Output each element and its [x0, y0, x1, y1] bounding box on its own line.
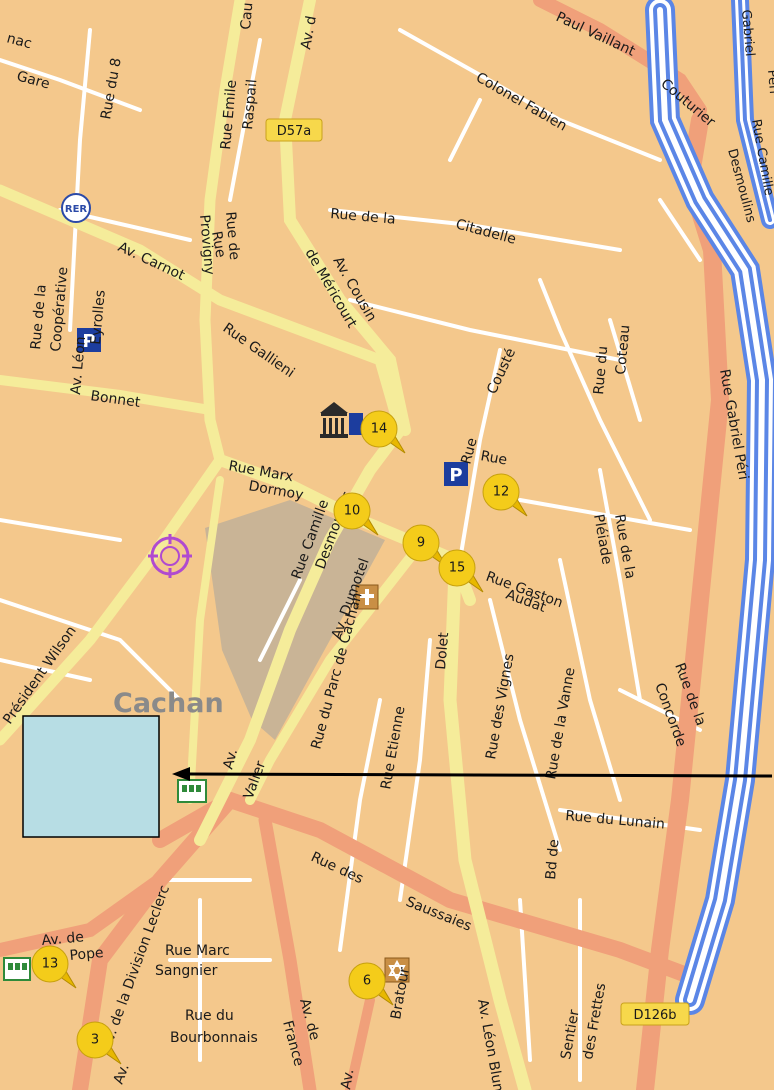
- svg-text:RER: RER: [65, 204, 88, 215]
- svg-text:Av. d: Av. d: [298, 15, 320, 51]
- parking-icon[interactable]: P: [444, 462, 468, 486]
- poi-marker-label: 13: [42, 957, 59, 972]
- svg-text:Péri: Péri: [764, 69, 774, 95]
- poi-marker-label: 10: [344, 504, 361, 519]
- svg-text:Rue du: Rue du: [185, 1008, 234, 1024]
- poi-marker-12[interactable]: 12: [482, 473, 528, 517]
- poi-marker-label: 6: [363, 974, 371, 989]
- svg-text:nac: nac: [5, 30, 33, 52]
- svg-text:Rue: Rue: [208, 230, 228, 259]
- river: [645, 0, 774, 1015]
- poi-marker-label: 14: [371, 422, 388, 437]
- parking-icon[interactable]: [349, 413, 363, 435]
- route-shield-d126b: D126b: [620, 1002, 690, 1026]
- parking-icon[interactable]: P: [77, 328, 101, 352]
- svg-text:Rue de la: Rue de la: [28, 284, 50, 351]
- svg-text:Provigny: Provigny: [196, 214, 217, 276]
- svg-text:Sangnier: Sangnier: [155, 963, 218, 979]
- svg-text:Coopérative: Coopérative: [48, 266, 71, 352]
- annotation-arrow: [172, 767, 773, 781]
- svg-text:Rue: Rue: [458, 436, 480, 466]
- poi-markers[interactable]: 14 12 10 9 15 13 6 3: [31, 410, 528, 1065]
- poi-marker-3[interactable]: 3: [76, 1021, 122, 1065]
- svg-text:Rue: Rue: [479, 448, 508, 468]
- target-icon[interactable]: [148, 534, 192, 578]
- poi-marker-13[interactable]: 13: [31, 945, 77, 989]
- svg-text:Eyrolles: Eyrolles: [88, 289, 109, 345]
- town-hall-icon[interactable]: [320, 402, 348, 438]
- svg-text:Pope: Pope: [69, 945, 104, 964]
- svg-text:P: P: [449, 465, 462, 486]
- poi-marker-label: 3: [91, 1033, 99, 1048]
- annotation-box: [22, 715, 160, 838]
- tram-station-icon[interactable]: [177, 779, 207, 803]
- svg-text:D57a: D57a: [277, 124, 312, 139]
- svg-text:D126b: D126b: [633, 1008, 676, 1023]
- svg-text:Av.: Av.: [111, 1062, 133, 1087]
- route-shield-d57a: D57a: [265, 118, 323, 142]
- svg-text:Rue Emile: Rue Emile: [218, 79, 240, 150]
- rer-station-icon[interactable]: RER: [61, 193, 91, 223]
- poi-marker-6[interactable]: 6: [348, 962, 394, 1006]
- svg-text:Rue du: Rue du: [591, 345, 611, 395]
- secondary-roads: [0, 0, 532, 1090]
- svg-text:Av. de: Av. de: [41, 929, 85, 949]
- minor-streets: [0, 28, 702, 1082]
- town-label: Cachan: [113, 688, 224, 719]
- poi-marker-14[interactable]: 14: [360, 410, 406, 454]
- svg-text:Gabriel: Gabriel: [738, 9, 757, 57]
- svg-text:Raspail: Raspail: [240, 79, 260, 131]
- svg-text:Rue de la: Rue de la: [330, 206, 397, 228]
- star-of-david-icon[interactable]: [384, 957, 410, 983]
- poi-marker-10[interactable]: 10: [333, 492, 379, 536]
- svg-text:Dolet: Dolet: [433, 631, 452, 670]
- tram-station-icon[interactable]: [3, 957, 31, 981]
- svg-text:Av.: Av.: [338, 1068, 357, 1090]
- svg-text:Av. Léon: Av. Léon: [68, 336, 89, 396]
- svg-text:Cau: Cau: [238, 2, 256, 31]
- poi-marker-label: 9: [417, 536, 425, 551]
- svg-text:Rue Marc: Rue Marc: [165, 943, 230, 959]
- svg-text:Bourbonnais: Bourbonnais: [170, 1030, 258, 1046]
- poi-marker-label: 12: [493, 485, 510, 500]
- svg-text:Av.: Av.: [220, 747, 241, 771]
- svg-text:Bd de: Bd de: [543, 839, 562, 881]
- church-icon[interactable]: [355, 584, 379, 610]
- svg-text:Bonnet: Bonnet: [89, 388, 141, 411]
- svg-text:Rue de: Rue de: [222, 211, 242, 261]
- poi-marker-15[interactable]: 15: [438, 549, 484, 593]
- poi-marker-label: 15: [449, 561, 466, 576]
- svg-text:Coteau: Coteau: [613, 324, 633, 375]
- svg-text:P: P: [82, 331, 95, 352]
